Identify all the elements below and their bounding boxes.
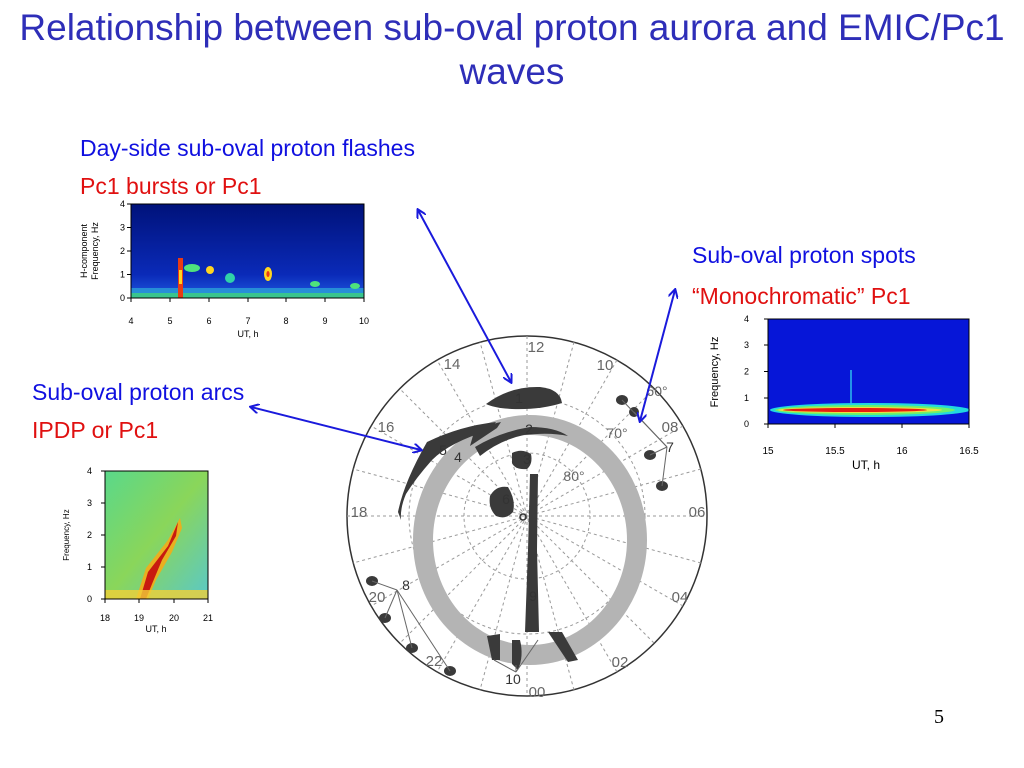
label-ipdp-pc1: IPDP or Pc1 xyxy=(32,417,159,443)
ylabel: H-component xyxy=(79,223,89,278)
xlabel: UT, h xyxy=(145,624,166,634)
arrow-spots xyxy=(640,290,675,421)
ytick: 0 xyxy=(120,293,125,303)
spectrogram-right: 0 1 2 3 4 15 15.5 16 16.5 UT, h Frequenc… xyxy=(709,314,979,472)
xtick: 5 xyxy=(167,316,172,326)
ytick: 0 xyxy=(87,594,92,604)
xtick: 20 xyxy=(169,613,179,623)
xtick: 10 xyxy=(359,316,369,326)
ytick: 3 xyxy=(87,498,92,508)
ytick: 1 xyxy=(87,562,92,572)
xtick: 8 xyxy=(283,316,288,326)
region-number-1: 1 xyxy=(515,390,523,406)
label-dayside-flashes: Day-side sub-oval proton flashes xyxy=(80,135,415,161)
xtick: 18 xyxy=(100,613,110,623)
label-pc1-bursts: Pc1 bursts or Pc1 xyxy=(80,173,262,199)
ylabel: Frequency, Hz xyxy=(62,509,71,560)
xtick: 16 xyxy=(896,446,908,457)
xlabel: UT, h xyxy=(852,458,880,472)
ytick: 3 xyxy=(744,340,749,350)
label-proton-spots: Sub-oval proton spots xyxy=(692,242,916,268)
mlt-label-12: 12 xyxy=(528,339,545,356)
arrow-arcs xyxy=(251,407,421,450)
mlt-label-20: 20 xyxy=(369,589,386,606)
region-number-8: 8 xyxy=(402,577,410,593)
region-number-3: 3 xyxy=(523,451,531,467)
ytick: 2 xyxy=(120,246,125,256)
ytick: 0 xyxy=(744,419,749,429)
ylabel: Frequency, Hz xyxy=(709,337,721,408)
ytick: 2 xyxy=(87,530,92,540)
xtick: 9 xyxy=(322,316,327,326)
mlt-label-10: 10 xyxy=(597,357,614,374)
lat-label-70: 70° xyxy=(606,425,627,441)
slide-title: Relationship between sub-oval proton aur… xyxy=(19,7,1005,92)
mlt-label-02: 02 xyxy=(612,654,629,671)
ytick: 4 xyxy=(120,199,125,209)
mlt-label-14: 14 xyxy=(444,356,461,373)
xtick: 16.5 xyxy=(959,446,979,457)
mlt-label-00: 00 xyxy=(529,684,546,701)
xtick: 15.5 xyxy=(825,446,845,457)
region-number-10: 10 xyxy=(505,671,521,687)
spectrogram-top-image xyxy=(131,204,364,298)
xtick: 4 xyxy=(128,316,133,326)
mlt-label-08: 08 xyxy=(662,419,679,436)
ytick: 2 xyxy=(744,367,749,377)
lat-label-80: 80° xyxy=(563,468,584,484)
mlt-label-18: 18 xyxy=(351,504,368,521)
label-monochromatic-pc1: “Monochromatic” Pc1 xyxy=(692,283,911,309)
region-number-4: 4 xyxy=(454,449,462,465)
region-number-7: 7 xyxy=(666,439,674,455)
region-number-6: 6 xyxy=(502,491,510,507)
ytick: 4 xyxy=(87,466,92,476)
ytick: 4 xyxy=(744,314,749,324)
mlt-label-06: 06 xyxy=(689,504,706,521)
xtick: 6 xyxy=(206,316,211,326)
mlt-label-22: 22 xyxy=(426,653,443,670)
xtick: 15 xyxy=(762,446,774,457)
pole-marker xyxy=(519,513,527,521)
ytick: 3 xyxy=(120,223,125,233)
mlt-label-16: 16 xyxy=(378,419,395,436)
ytick: 1 xyxy=(120,270,125,280)
xlabel: UT, h xyxy=(237,329,258,339)
xtick: 21 xyxy=(203,613,213,623)
arrow-flashes xyxy=(418,210,511,382)
xtick: 19 xyxy=(134,613,144,623)
page-number: 5 xyxy=(934,706,944,728)
ytick: 1 xyxy=(744,393,749,403)
ylabel: Frequency, Hz xyxy=(90,222,100,280)
mlt-label-04: 04 xyxy=(672,589,689,606)
spectrogram-left: 0 1 2 3 4 18 19 20 21 UT, h Frequency, H… xyxy=(62,466,213,634)
region-number-9: 9 xyxy=(529,588,537,604)
region-number-5: 5 xyxy=(439,442,447,458)
region-number-2: 2 xyxy=(525,421,533,437)
label-proton-arcs: Sub-oval proton arcs xyxy=(32,379,245,405)
xtick: 7 xyxy=(245,316,250,326)
spectrogram-top: 0 1 2 3 4 4 5 6 7 8 9 10 UT, h H-compone… xyxy=(79,199,369,339)
